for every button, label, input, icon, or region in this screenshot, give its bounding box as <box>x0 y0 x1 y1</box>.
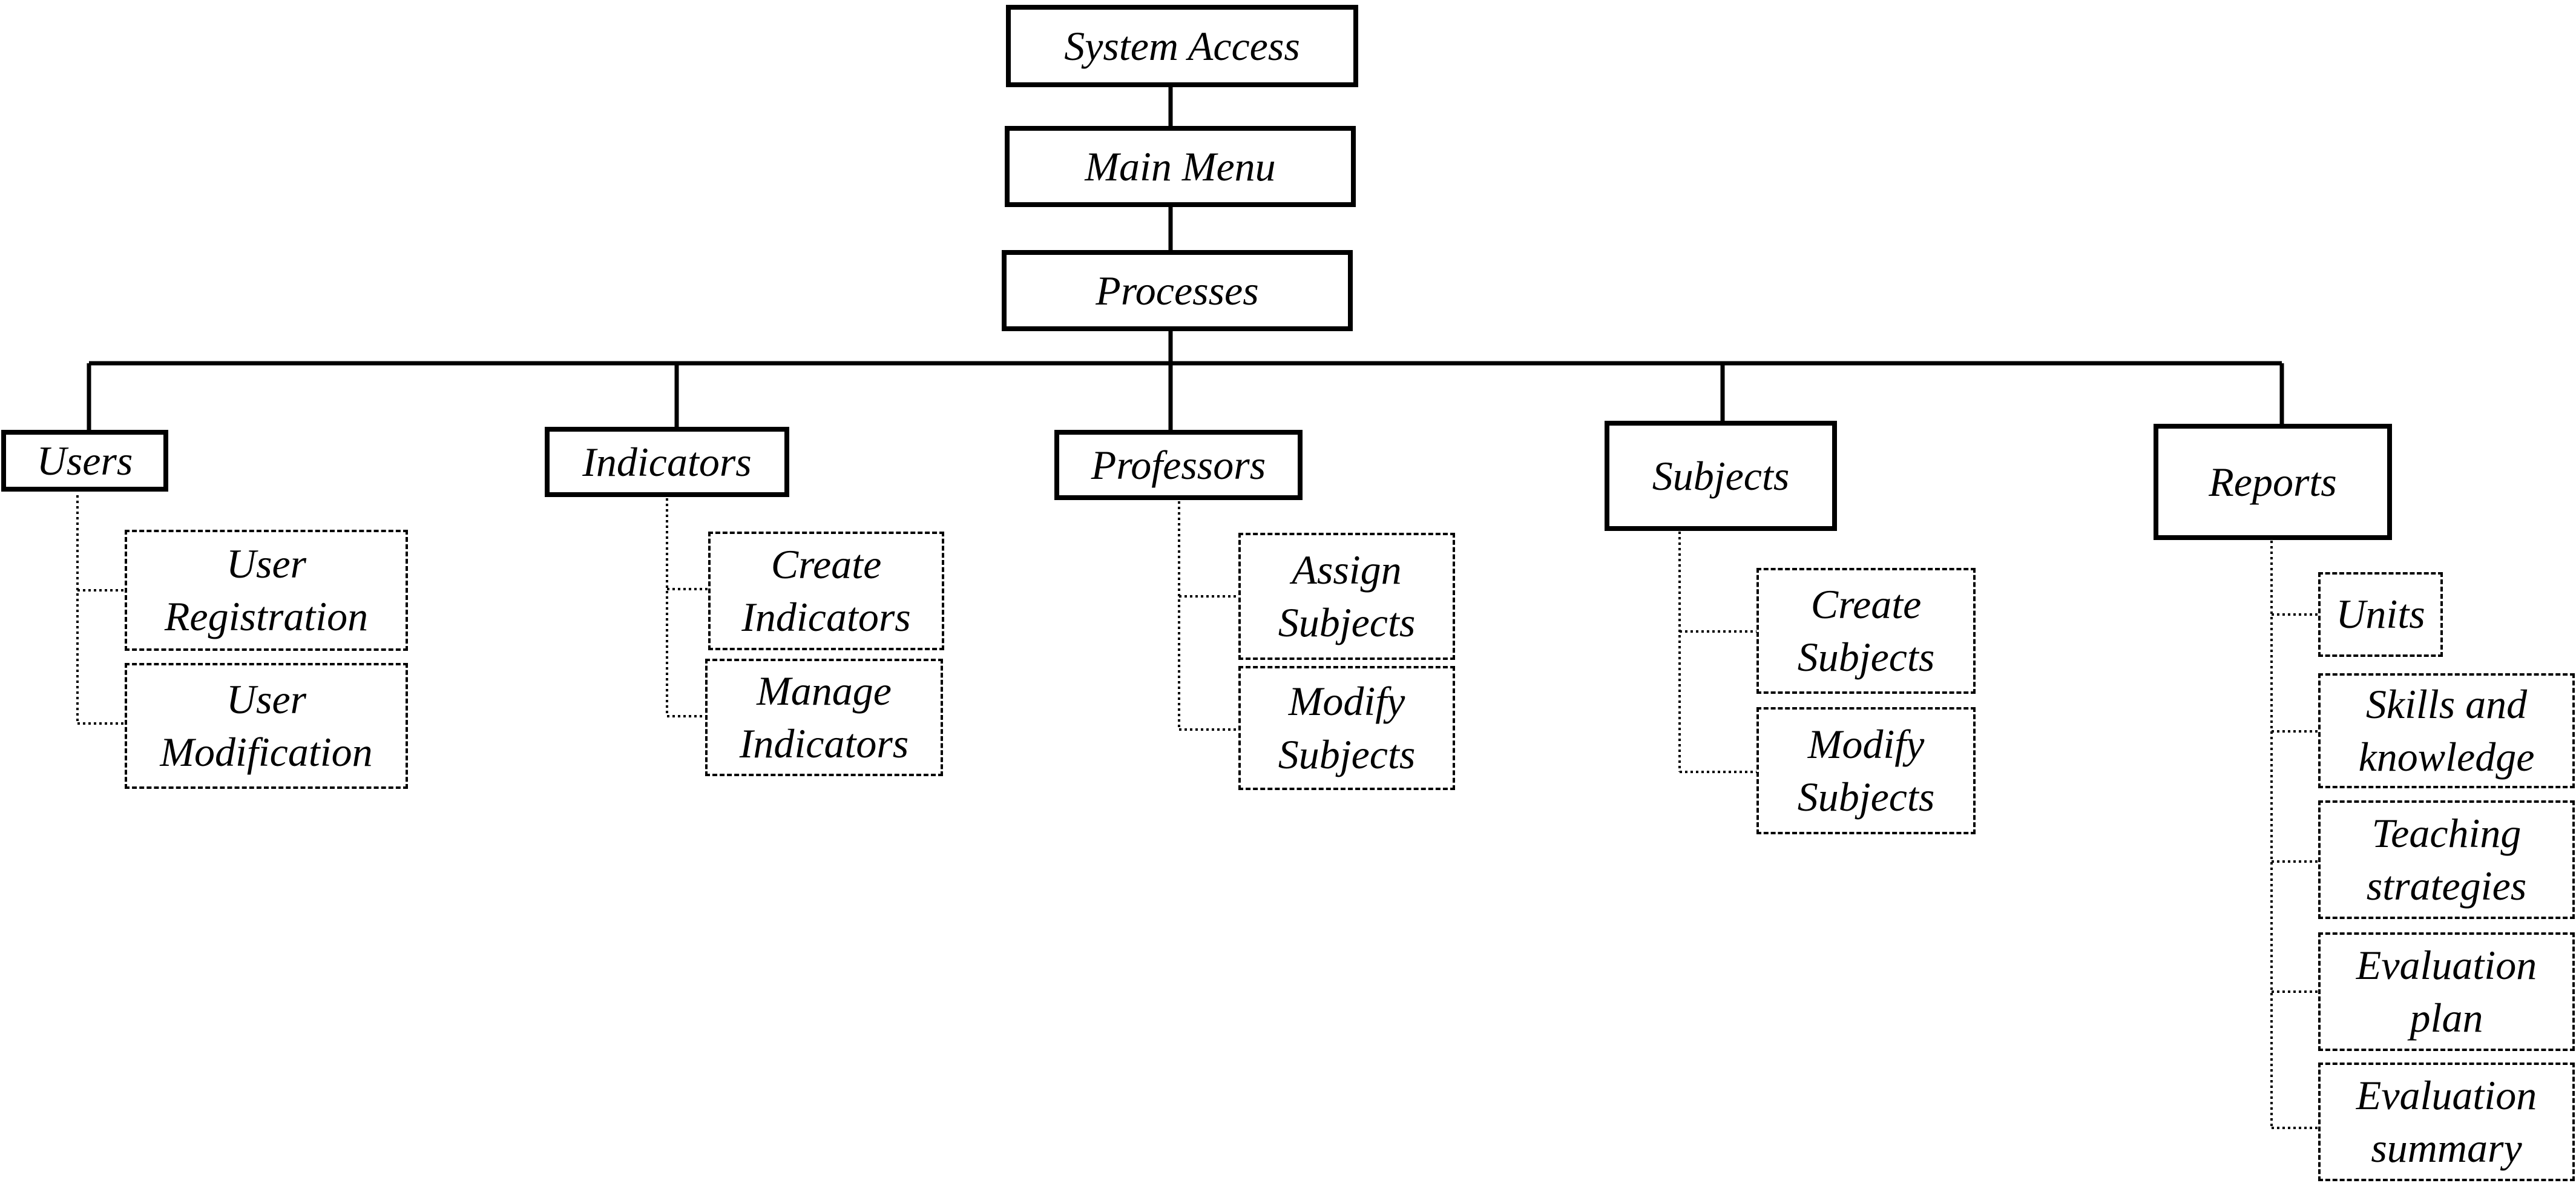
node-skills-and-knowledge-label: Skills and knowledge <box>2358 680 2535 780</box>
node-evaluation-plan: Evaluation plan <box>2318 932 2575 1051</box>
node-assign-subjects: Assign Subjects <box>1238 533 1455 660</box>
node-reports-label: Reports <box>2209 458 2337 505</box>
node-processes: Processes <box>1002 250 1353 331</box>
node-create-indicators: Create Indicators <box>708 532 944 650</box>
node-user-modification-label: User Modification <box>160 676 373 775</box>
node-subjects-modify-subjects: Modify Subjects <box>1756 707 1976 834</box>
node-teaching-strategies-label: Teaching strategies <box>2366 809 2527 909</box>
node-create-subjects-label: Create Subjects <box>1797 581 1935 680</box>
node-reports: Reports <box>2154 424 2392 540</box>
node-assign-subjects-label: Assign Subjects <box>1278 546 1416 645</box>
node-evaluation-summary: Evaluation summary <box>2318 1063 2575 1181</box>
node-main-menu-label: Main Menu <box>1085 143 1276 189</box>
node-create-indicators-label: Create Indicators <box>741 541 911 640</box>
node-subjects-label: Subjects <box>1652 452 1790 499</box>
dotted-connectors <box>76 495 2319 1129</box>
node-indicators-label: Indicators <box>582 438 752 485</box>
node-evaluation-summary-label: Evaluation summary <box>2356 1072 2537 1171</box>
node-manage-indicators: Manage Indicators <box>705 659 943 776</box>
node-units: Units <box>2318 572 2443 657</box>
node-professors-label: Professors <box>1091 441 1266 488</box>
node-system-access: System Access <box>1006 5 1358 87</box>
node-user-registration-label: User Registration <box>164 540 369 639</box>
node-manage-indicators-label: Manage Indicators <box>739 667 909 766</box>
node-system-access-label: System Access <box>1064 22 1300 69</box>
node-evaluation-plan-label: Evaluation plan <box>2356 941 2537 1041</box>
node-processes-label: Processes <box>1096 267 1259 314</box>
node-indicators: Indicators <box>545 427 789 497</box>
node-users-label: Users <box>36 437 133 484</box>
node-subjects: Subjects <box>1605 421 1837 531</box>
node-professors-modify-subjects: Modify Subjects <box>1238 666 1455 790</box>
solid-connectors <box>87 85 2284 432</box>
node-users: Users <box>1 430 168 492</box>
node-professors: Professors <box>1054 430 1303 500</box>
node-main-menu: Main Menu <box>1005 126 1356 207</box>
node-create-subjects: Create Subjects <box>1756 568 1976 694</box>
node-units-label: Units <box>2336 591 2425 638</box>
node-teaching-strategies: Teaching strategies <box>2318 800 2575 919</box>
node-user-registration: User Registration <box>125 530 408 651</box>
node-user-modification: User Modification <box>125 663 408 789</box>
node-subjects-modify-subjects-label: Modify Subjects <box>1797 720 1935 820</box>
node-professors-modify-subjects-label: Modify Subjects <box>1278 678 1416 777</box>
node-skills-and-knowledge: Skills and knowledge <box>2318 673 2575 788</box>
